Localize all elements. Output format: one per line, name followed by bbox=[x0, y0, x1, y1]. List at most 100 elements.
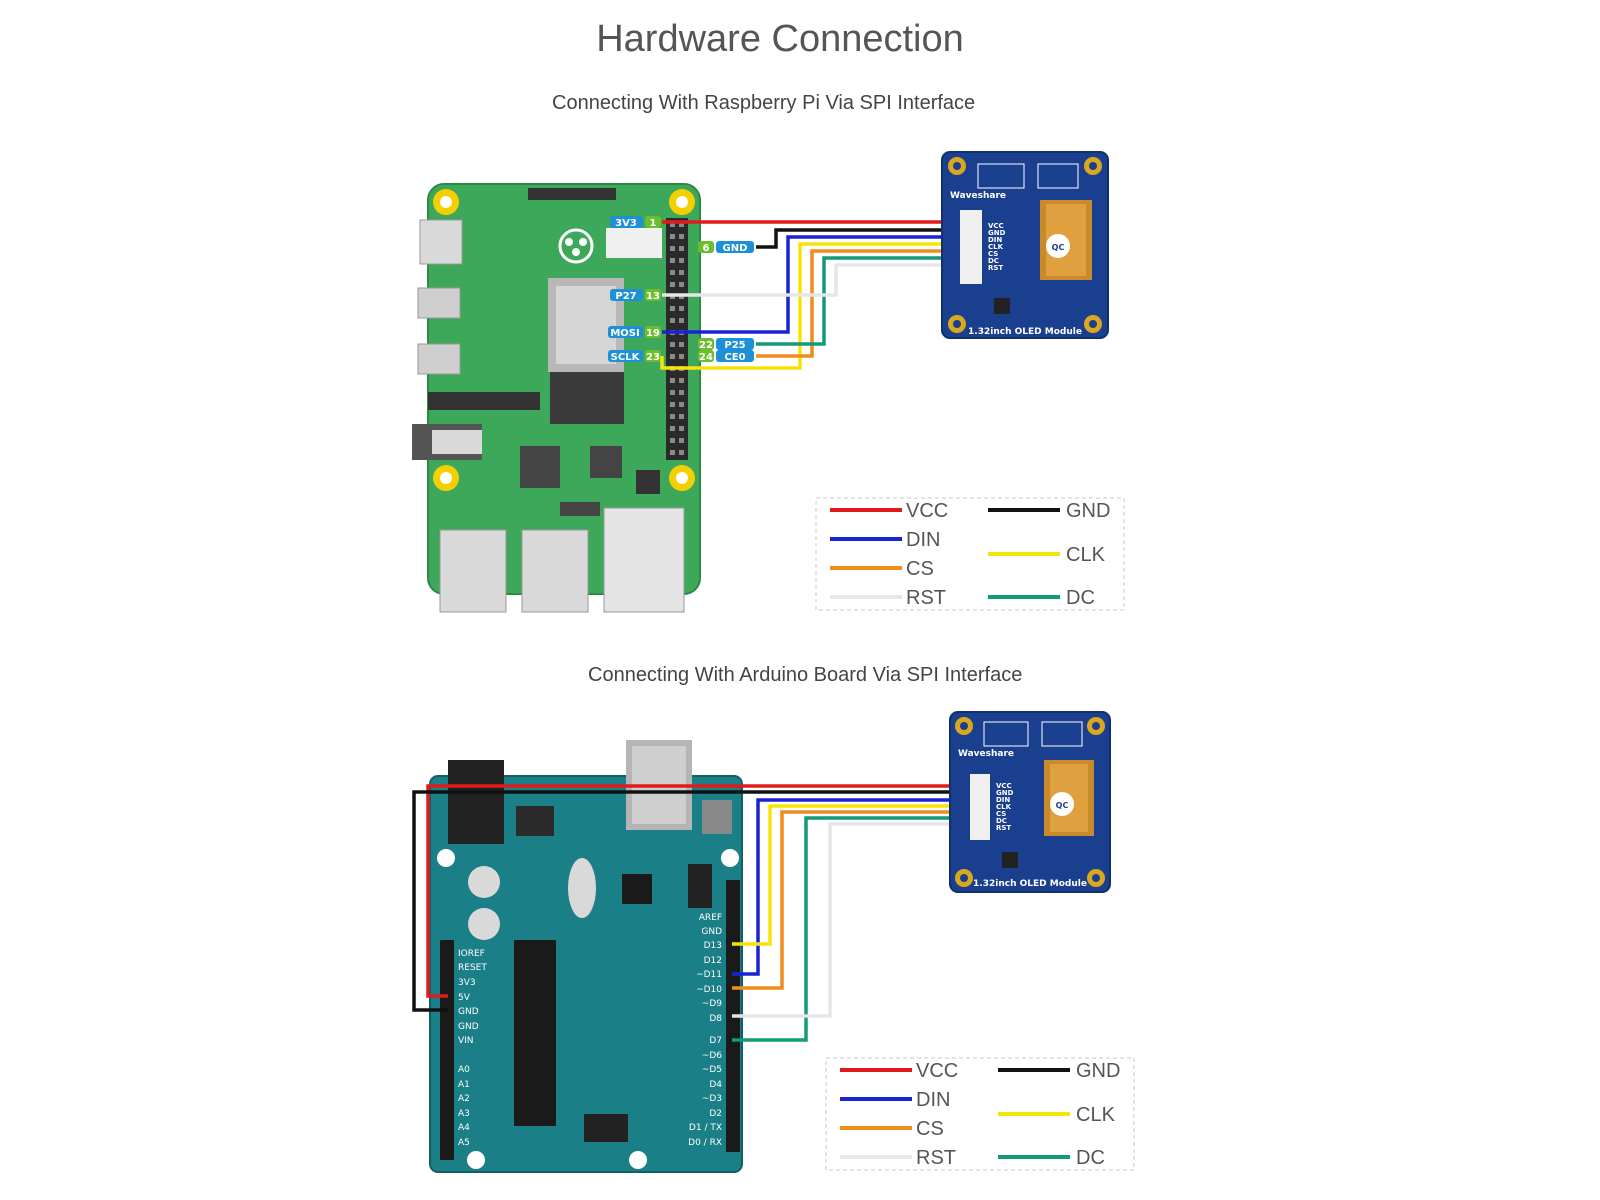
rpi-pin-gnd-name: GND bbox=[723, 243, 748, 254]
legend-dc: DC bbox=[1066, 587, 1095, 609]
legend-cs: CS bbox=[906, 558, 934, 580]
gpio-pin bbox=[670, 390, 675, 395]
gpio-pin bbox=[679, 246, 684, 251]
oled-model: 1.32inch OLED Module bbox=[968, 327, 1082, 337]
rpi-wire-cs bbox=[756, 249, 960, 358]
rpi-wire-rst bbox=[662, 263, 960, 297]
gpio-pin bbox=[670, 258, 675, 263]
gpio-pin bbox=[679, 282, 684, 287]
rpi-pin-labels: 3V3 1 6 GND P27 13 MOSI 19 22 P25 SCLK 2… bbox=[608, 216, 754, 363]
gpio-pin bbox=[670, 450, 675, 455]
legend2-dc: DC bbox=[1076, 1147, 1105, 1169]
gpio-pin bbox=[670, 222, 675, 227]
arduino-pin-label: D12 bbox=[704, 956, 722, 966]
oled-pin-label-rst: RST bbox=[988, 264, 1003, 272]
gpio-pin bbox=[670, 342, 675, 347]
ard-wire-din bbox=[732, 798, 972, 976]
oled-pin-label-clk: CLK bbox=[996, 803, 1012, 811]
oled-pin-label-gnd: GND bbox=[996, 789, 1014, 797]
arduino-pin-label: ~D10 bbox=[696, 985, 722, 995]
rpi-pin-p27-num: 13 bbox=[646, 291, 660, 302]
arduino-wires bbox=[412, 784, 972, 1042]
arduino-pin-label: ~D9 bbox=[702, 999, 722, 1009]
legend2-clk: CLK bbox=[1076, 1104, 1116, 1126]
rpi-wire-clk bbox=[660, 242, 960, 370]
legend-vcc: VCC bbox=[906, 500, 948, 522]
legend2-gnd: GND bbox=[1076, 1060, 1120, 1082]
oled2-qc-mark: QC bbox=[1056, 801, 1069, 810]
oled2-brand: Waveshare bbox=[958, 749, 1014, 759]
oled-pin-label-vcc: VCC bbox=[988, 222, 1004, 230]
arduino-pin-label: A3 bbox=[458, 1109, 470, 1119]
gpio-pin bbox=[670, 318, 675, 323]
gpio-pin bbox=[670, 378, 675, 383]
gpio-pin bbox=[679, 258, 684, 263]
oled-pin-label-gnd: GND bbox=[988, 229, 1006, 237]
oled-brand: Waveshare bbox=[950, 191, 1006, 201]
arduino-pin-label: GND bbox=[458, 1007, 479, 1017]
arduino-pin-label: D0 / RX bbox=[688, 1138, 722, 1148]
gpio-pin bbox=[670, 438, 675, 443]
gpio-pin bbox=[679, 270, 684, 275]
arduino-pin-label: VIN bbox=[458, 1036, 474, 1046]
rpi-pin-p25-name: P25 bbox=[724, 340, 745, 351]
arduino-pin-label: A5 bbox=[458, 1138, 470, 1148]
legend-rpi: VCC GND DIN CLK CS RST DC bbox=[815, 497, 1125, 611]
ard-wire-clk bbox=[732, 804, 972, 946]
gpio-pin bbox=[679, 342, 684, 347]
oled-pin-label-din: DIN bbox=[988, 236, 1002, 244]
arduino-pin-label: ~D6 bbox=[702, 1051, 722, 1061]
rpi-pin-3v3-num: 1 bbox=[650, 218, 657, 229]
raspberry-logo-icon bbox=[558, 228, 594, 264]
arduino-pin-label: D2 bbox=[709, 1109, 722, 1119]
arduino-pin-label: ~D5 bbox=[702, 1065, 722, 1075]
gpio-pin bbox=[670, 234, 675, 239]
arduino-pin-label: A4 bbox=[458, 1123, 470, 1133]
rpi-pin-p25-num: 22 bbox=[699, 340, 713, 351]
rpi-wire-din bbox=[662, 235, 960, 334]
raspberry-pi-board bbox=[412, 183, 701, 613]
gpio-pin bbox=[670, 354, 675, 359]
gpio-pin bbox=[670, 414, 675, 419]
page-title: Hardware Connection bbox=[596, 18, 964, 60]
rpi-pin-sclk-num: 23 bbox=[646, 352, 660, 363]
rpi-pin-3v3-name: 3V3 bbox=[615, 218, 637, 229]
oled-pin-label-dc: DC bbox=[988, 257, 999, 265]
oled-pin-label-clk: CLK bbox=[988, 243, 1004, 251]
arduino-pin-label: D8 bbox=[709, 1014, 722, 1024]
oled-pin-label-cs: CS bbox=[996, 810, 1006, 818]
legend-clk: CLK bbox=[1066, 544, 1106, 566]
rpi-pin-ce0-num: 24 bbox=[699, 352, 713, 363]
gpio-pin bbox=[679, 318, 684, 323]
arduino-pin-label: D4 bbox=[709, 1080, 722, 1090]
rpi-section-subtitle: Connecting With Raspberry Pi Via SPI Int… bbox=[552, 92, 976, 114]
arduino-pin-label: RESET bbox=[458, 963, 487, 973]
gpio-pin bbox=[679, 402, 684, 407]
rpi-wires bbox=[660, 220, 960, 370]
gpio-pin bbox=[679, 354, 684, 359]
ard-wire-vcc bbox=[426, 784, 972, 998]
oled-pin-label-vcc: VCC bbox=[996, 782, 1012, 790]
arduino-pin-label: A1 bbox=[458, 1080, 470, 1090]
gpio-pin bbox=[670, 426, 675, 431]
legend-din: DIN bbox=[906, 529, 940, 551]
arduino-pin-label: ~D11 bbox=[696, 970, 722, 980]
legend-rst: RST bbox=[906, 587, 946, 609]
oled-pin-label-cs: CS bbox=[988, 250, 998, 258]
oled-pin-label-din: DIN bbox=[996, 796, 1010, 804]
arduino-pin-label: GND bbox=[458, 1022, 479, 1032]
arduino-pin-label: D7 bbox=[709, 1036, 722, 1046]
rpi-pin-mosi-num: 19 bbox=[646, 328, 660, 339]
rpi-wire-dc bbox=[756, 256, 960, 346]
rpi-pin-mosi-name: MOSI bbox=[610, 328, 639, 339]
oled-pin-label-rst: RST bbox=[996, 824, 1011, 832]
arduino-section-subtitle: Connecting With Arduino Board Via SPI In… bbox=[588, 664, 1023, 686]
arduino-pin-label: ~D3 bbox=[702, 1094, 722, 1104]
arduino-pin-label: 3V3 bbox=[458, 978, 476, 988]
legend2-cs: CS bbox=[916, 1118, 944, 1140]
oled-qc-mark: QC bbox=[1052, 243, 1065, 252]
rpi-pin-p27-name: P27 bbox=[615, 291, 636, 302]
